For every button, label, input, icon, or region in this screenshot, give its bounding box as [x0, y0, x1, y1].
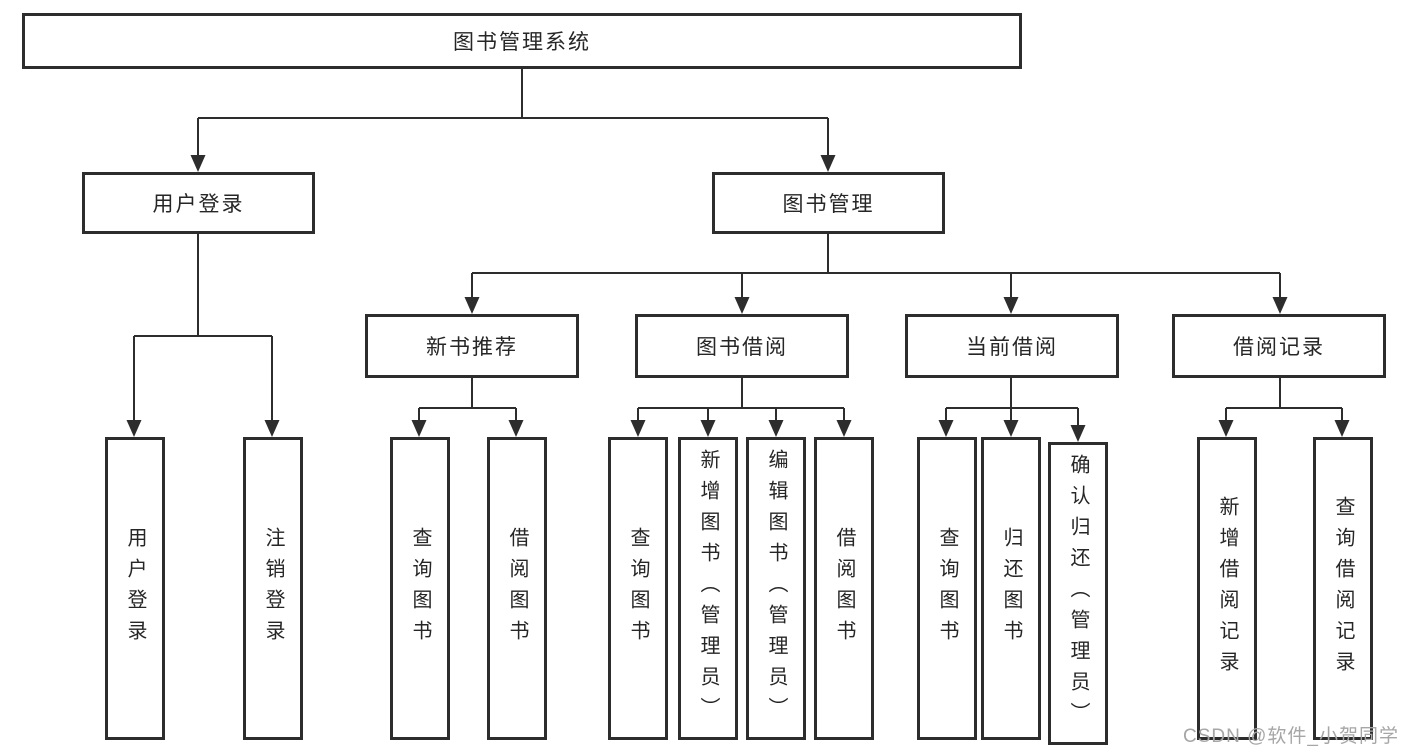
node-label: 查询图书 [627, 526, 649, 651]
leaf-query-book-recommend: 查询图书 [390, 437, 450, 740]
node-label: 图书借阅 [696, 336, 788, 359]
node-root-library-system: 图书管理系统 [22, 13, 1022, 69]
node-label: 新书推荐 [426, 336, 518, 359]
csdn-watermark: CSDN @软件_小贺同学 [1183, 726, 1399, 747]
leaf-user-login: 用户登录 [105, 437, 165, 740]
node-label: 查询图书 [409, 526, 431, 651]
node-label: 归还图书 [1000, 526, 1022, 651]
node-label: 确认归还（管理员） [1067, 454, 1089, 733]
node-current-borrow: 当前借阅 [905, 314, 1119, 378]
leaf-logout: 注销登录 [243, 437, 303, 740]
node-label: 用户登录 [152, 193, 245, 216]
leaf-borrow-book-recommend: 借阅图书 [487, 437, 547, 740]
arrowheads [126, 155, 1350, 442]
node-label: 注销登录 [262, 526, 284, 651]
node-label: 用户登录 [124, 526, 146, 651]
leaf-query-book-borrow: 查询图书 [608, 437, 668, 740]
node-borrow-records: 借阅记录 [1172, 314, 1386, 378]
leaf-return-book: 归还图书 [981, 437, 1041, 740]
node-label: 借阅图书 [506, 526, 528, 651]
node-label: 当前借阅 [966, 336, 1058, 359]
node-book-management: 图书管理 [712, 172, 945, 234]
node-label: 借阅记录 [1233, 336, 1325, 359]
leaf-borrow-book: 借阅图书 [814, 437, 874, 740]
leaf-edit-book-admin: 编辑图书（管理员） [746, 437, 806, 740]
node-label: 查询图书 [936, 526, 958, 651]
node-user-login: 用户登录 [82, 172, 315, 234]
node-label: 查询借阅记录 [1332, 495, 1354, 682]
leaf-confirm-return-admin: 确认归还（管理员） [1048, 442, 1108, 745]
node-label: 图书管理系统 [453, 31, 591, 54]
node-label: 新增借阅记录 [1216, 495, 1238, 682]
node-label: 借阅图书 [833, 526, 855, 651]
node-label: 编辑图书（管理员） [765, 449, 787, 728]
leaf-add-borrow-record: 新增借阅记录 [1197, 437, 1257, 740]
node-book-borrow: 图书借阅 [635, 314, 849, 378]
node-label: 新增图书（管理员） [697, 449, 719, 728]
leaf-query-borrow-record: 查询借阅记录 [1313, 437, 1373, 740]
leaf-query-book-current: 查询图书 [917, 437, 977, 740]
leaf-add-book-admin: 新增图书（管理员） [678, 437, 738, 740]
node-new-book-recommend: 新书推荐 [365, 314, 579, 378]
node-label: 图书管理 [782, 193, 875, 216]
